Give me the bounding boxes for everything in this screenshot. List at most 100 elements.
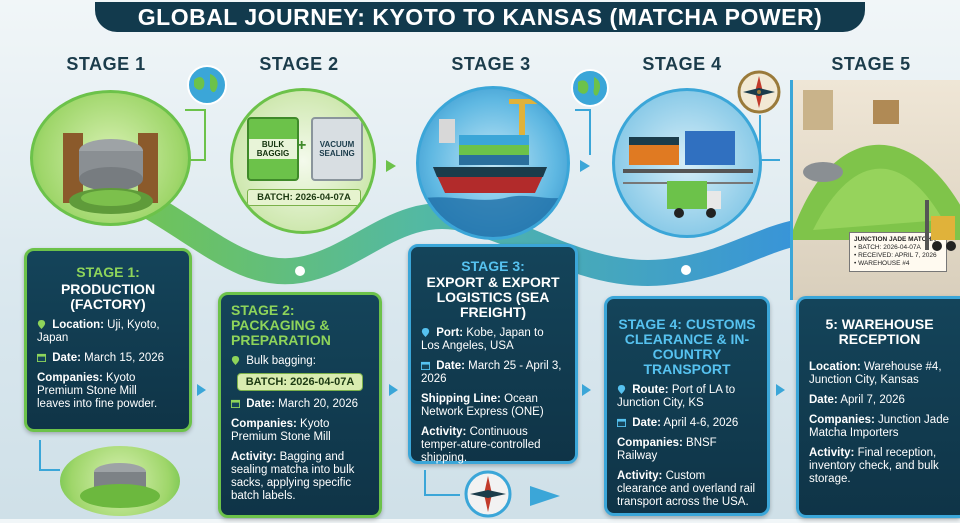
stage4-transport-scene xyxy=(612,88,762,238)
vacuum-bag-label: VACUUM SEALING xyxy=(319,140,355,158)
stage-label-1: STAGE 1 xyxy=(66,54,146,74)
train-icon xyxy=(623,131,753,184)
stage4-companies-row: Companies: BNSF Railway xyxy=(617,437,757,463)
location-pin-icon-4 xyxy=(617,385,626,394)
stage2-date-label: Date: xyxy=(246,398,275,410)
stage4-companies-value: BNSF Railway xyxy=(617,437,717,462)
forklift-icon xyxy=(925,200,956,251)
ship-icon xyxy=(419,99,567,237)
stage3-shipping-value: Ocean Network Express (ONE) xyxy=(421,393,544,418)
stage5-panel-title: 5: WAREHOUSE RECEPTION xyxy=(825,316,934,347)
vacuum-bag: VACUUM SEALING xyxy=(311,117,363,181)
stage5-location-row: Location: Warehouse #4, Junction City, K… xyxy=(809,361,950,387)
calendar-icon-4 xyxy=(617,418,626,427)
stage2-companies-value: Kyoto Premium Stone Mill xyxy=(231,418,331,443)
stage5-activity-row: Activity: Final reception, inventory che… xyxy=(809,447,950,486)
stone-mill-icon-2 xyxy=(80,463,160,508)
stage-label-2: STAGE 2 xyxy=(259,54,339,74)
stage2-activity-row: Activity: Bagging and sealing matcha int… xyxy=(231,451,369,503)
globe-icon xyxy=(186,64,228,111)
stage2-companies-label: Companies: xyxy=(231,418,297,430)
stage2-batch-wrap: BATCH: 2026-04-07A xyxy=(231,372,369,391)
bulk-bag: BULK BAGGIG xyxy=(247,117,299,181)
calendar-icon-2 xyxy=(231,399,240,408)
stage2-activity-value: Bagging and sealing matcha into bulk sac… xyxy=(231,451,355,502)
stage5-date-label: Date: xyxy=(809,394,838,406)
stage1-bottom-mill xyxy=(60,446,180,516)
warehouse-tag: JUNCTION JADE MATCHA • BATCH: 2026-04-07… xyxy=(849,232,947,272)
stage3-panel-subtitle: EXPORT & EXPORT LOGISTICS (SEA FREIGHT) xyxy=(426,274,560,320)
stage5-date-row: Date: April 7, 2026 xyxy=(809,394,950,407)
stage1-location-row: Location: Uji, Kyoto, Japan xyxy=(37,319,179,345)
location-pin-icon xyxy=(37,320,46,329)
compass-icon-2 xyxy=(464,470,512,523)
calendar-icon-3 xyxy=(421,361,430,370)
stage3-shipping-row: Shipping Line: Ocean Network Express (ON… xyxy=(421,393,565,419)
stage2-date-value: March 20, 2026 xyxy=(278,398,359,410)
stage3-activity-row: Activity: Continuous temper-ature-contro… xyxy=(421,426,565,465)
page-title: GLOBAL JOURNEY: KYOTO TO KANSAS (MATCHA … xyxy=(137,3,823,30)
bulk-bag-label: BULK BAGGIG xyxy=(249,139,297,159)
stage5-location-label: Location: xyxy=(809,361,861,373)
tag-line-1: JUNCTION JADE MATCHA xyxy=(854,236,936,243)
plus-sign: + xyxy=(297,137,307,154)
stage5-date-value: April 7, 2026 xyxy=(840,394,905,406)
stage5-activity-value: Final reception, inventory check, and bu… xyxy=(809,447,939,485)
stage1-date-value: March 15, 2026 xyxy=(84,352,165,364)
stage3-date-row: Date: March 25 - April 3, 2026 xyxy=(421,360,565,386)
stage4-panel: STAGE 4: CUSTOMS CLEARANCE & IN-COUNTRY … xyxy=(604,296,770,516)
stage-label-5: STAGE 5 xyxy=(831,54,911,74)
stage5-location-value: Warehouse #4, Junction City, Kansas xyxy=(809,361,942,386)
stage4-route-value: Port of LA to Junction City, KS xyxy=(617,384,736,409)
tag-line-3: • RECEIVED: APRIL 7, 2026 xyxy=(854,252,937,259)
stage4-date-value: April 4-6, 2026 xyxy=(663,417,739,429)
stage3-panel-title: STAGE 3: xyxy=(461,258,525,274)
stage3-date-value: March 25 - April 3, 2026 xyxy=(421,360,562,385)
location-pin-icon-3 xyxy=(421,328,430,337)
stage1-location-label: Location: xyxy=(52,319,104,331)
stage3-ship-scene xyxy=(416,86,570,240)
stage2-companies-row: Companies: Kyoto Premium Stone Mill xyxy=(231,418,369,444)
tag-line-2: • BATCH: 2026-04-07A xyxy=(854,244,921,251)
stage-label-3: STAGE 3 xyxy=(451,54,531,74)
tag-line-4: • WAREHOUSE #4 xyxy=(854,260,910,267)
stage1-location-value: Uji, Kyoto, Japan xyxy=(37,319,160,344)
stage3-port-label: Port: xyxy=(436,327,464,339)
stage2-panel: STAGE 2: PACKAGING & PREPARATION Bulk ba… xyxy=(218,292,382,518)
stage4-date-label: Date: xyxy=(632,417,661,429)
stage5-companies-row: Companies: Junction Jade Matcha Importer… xyxy=(809,414,950,440)
stage-label-4: STAGE 4 xyxy=(642,54,722,74)
stage3-port-row: Port: Kobe, Japan to Los Angeles, USA xyxy=(421,327,565,353)
compass-icon xyxy=(737,70,781,119)
stage4-date-row: Date: April 4-6, 2026 xyxy=(617,417,757,430)
stage2-panel-title: STAGE 2: PACKAGING & PREPARATION xyxy=(231,302,331,348)
stage5-companies-label: Companies: xyxy=(809,414,875,426)
stage3-port-value: Kobe, Japan to Los Angeles, USA xyxy=(421,327,544,352)
stage1-companies-row: Companies: Kyoto Premium Stone Mill leav… xyxy=(37,372,179,411)
title-banner: GLOBAL JOURNEY: KYOTO TO KANSAS (MATCHA … xyxy=(95,2,865,32)
stage3-shipping-label: Shipping Line: xyxy=(421,393,501,405)
stone-mill-icon xyxy=(63,133,158,214)
stage2-bags-scene: BULK BAGGIG + VACUUM SEALING BATCH: 2026… xyxy=(230,88,376,234)
matcha-pile-icon xyxy=(793,90,960,240)
stage3-activity-label: Activity: xyxy=(421,426,467,438)
stage3-date-label: Date: xyxy=(436,360,465,372)
stage5-warehouse-scene: JUNCTION JADE MATCHA • BATCH: 2026-04-07… xyxy=(790,80,960,300)
stage1-extra-text: leaves into fine powder. xyxy=(37,398,158,410)
stage3-panel: STAGE 3: EXPORT & EXPORT LOGISTICS (SEA … xyxy=(408,244,578,464)
calendar-icon xyxy=(37,353,46,362)
stage1-companies-label: Companies: xyxy=(37,372,103,384)
stage2-batch-badge: BATCH: 2026-04-07A xyxy=(236,373,364,391)
stage3-activity-value: Continuous temper-ature-controlled shipp… xyxy=(421,426,541,464)
stage2-bulk-label: Bulk bagging: xyxy=(246,355,316,367)
stage1-mill-scene xyxy=(30,90,191,226)
stage2-date-row: Date: March 20, 2026 xyxy=(231,398,369,411)
stage5-activity-label: Activity: xyxy=(809,447,855,459)
globe-icon-2 xyxy=(570,68,610,113)
stage4-route-label: Route: xyxy=(632,384,669,396)
stage4-activity-row: Activity: Custom clearance and overland … xyxy=(617,470,757,509)
bag-batch-label: BATCH: 2026-04-07A xyxy=(247,189,361,206)
stage4-panel-title: STAGE 4: CUSTOMS CLEARANCE & IN-COUNTRY … xyxy=(618,316,756,377)
stage4-companies-label: Companies: xyxy=(617,437,683,449)
stage1-companies-value: Kyoto Premium Stone Mill xyxy=(37,372,137,397)
